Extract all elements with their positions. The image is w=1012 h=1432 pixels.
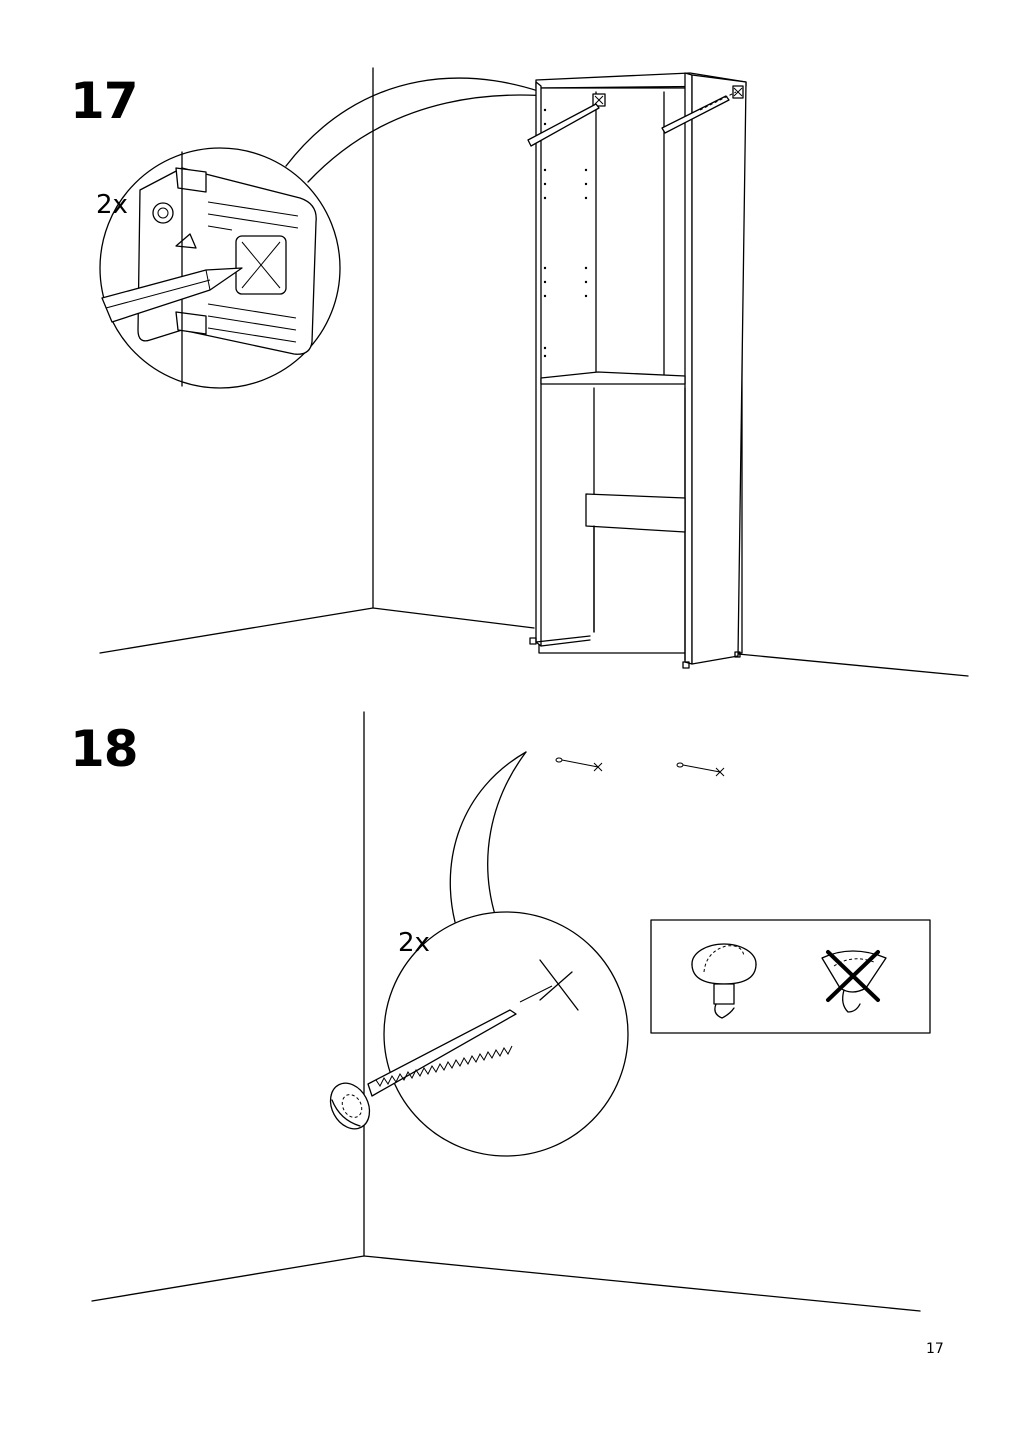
incorrect-countersunk-screw-icon	[821, 950, 887, 1013]
step18-detail-callout	[329, 911, 629, 1157]
step17-room-corner	[99, 67, 969, 677]
wall-screws-marked	[555, 757, 725, 777]
step-17-quantity: 2x	[96, 190, 128, 220]
step-17-number: 17	[70, 72, 139, 130]
step18-room-corner	[91, 711, 921, 1312]
wardrobe-brackets-and-pencils	[527, 85, 744, 147]
step-18-quantity: 2x	[398, 928, 430, 958]
wardrobe-shelf-pin-holes	[543, 108, 588, 358]
screw-type-info-box	[650, 919, 931, 1034]
correct-screw-head-icon	[691, 943, 757, 1019]
wardrobe-frame	[529, 72, 747, 669]
step-18-number: 18	[70, 720, 139, 778]
step17-detail-callout	[99, 147, 341, 389]
step18-callout-pointer	[449, 751, 527, 923]
page-number: 17	[926, 1341, 944, 1357]
